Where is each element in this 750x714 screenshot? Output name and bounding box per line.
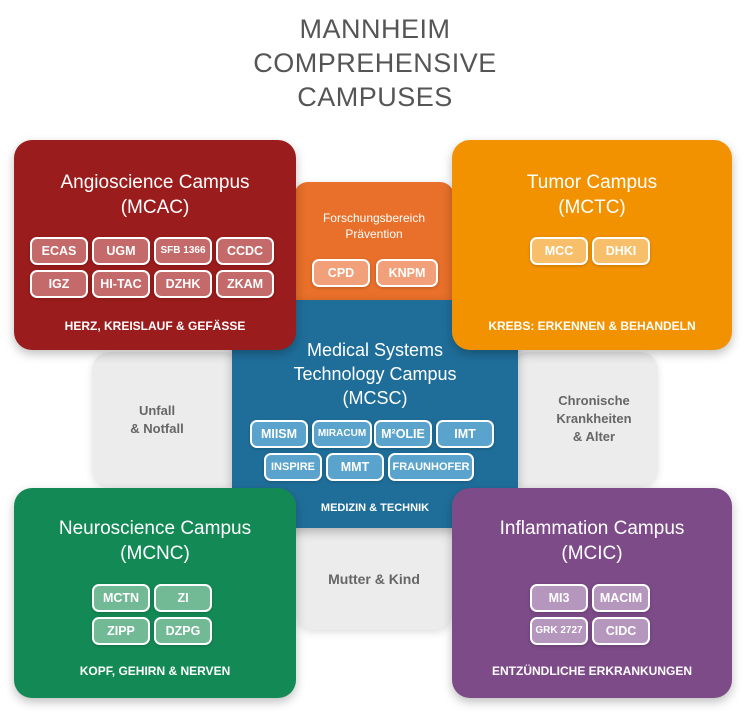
angioscience-campus-box: Angioscience Campus (MCAC) ECAS UGM SFB … bbox=[14, 140, 296, 350]
member-dzhk[interactable]: DZHK bbox=[154, 270, 212, 298]
angio-footer: HERZ, KREISLAUF & GEFÄSSE bbox=[64, 319, 246, 333]
prevention-title-1: Forschungsbereich bbox=[322, 211, 426, 225]
chronisch-line-3: & Alter bbox=[572, 429, 616, 444]
member-zkam[interactable]: ZKAM bbox=[216, 270, 274, 298]
member-ugm[interactable]: UGM bbox=[92, 237, 150, 265]
mcsc-title-1: Medical Systems bbox=[306, 340, 444, 360]
tumor-title-1: Tumor Campus bbox=[526, 172, 658, 193]
prevention-box: Forschungsbereich Prävention CPD KNPM bbox=[294, 182, 454, 312]
chronisch-line-2: Krankheiten bbox=[556, 411, 632, 426]
member-ccdc[interactable]: CCDC bbox=[216, 237, 274, 265]
unfall-line-1: Unfall bbox=[138, 403, 176, 418]
member-macim[interactable]: MACIM bbox=[592, 584, 650, 612]
mcsc-title-3: (MCSC) bbox=[342, 388, 408, 408]
member-grk-2727[interactable]: GRK 2727 bbox=[530, 617, 588, 645]
tumor-footer: KREBS: ERKENNEN & BEHANDELN bbox=[488, 319, 696, 333]
member-miism[interactable]: MIISM bbox=[250, 420, 308, 448]
member-mctn[interactable]: MCTN bbox=[92, 584, 150, 612]
mutter-kind-label: Mutter & Kind bbox=[328, 571, 420, 587]
neuroscience-campus-box: Neuroscience Campus (MCNC) MCTN ZI ZIPP … bbox=[14, 488, 296, 698]
tumor-title-2: (MCTC) bbox=[558, 197, 626, 218]
member-m2olie[interactable]: M²OLIE bbox=[374, 420, 432, 448]
member-mi3[interactable]: MI3 bbox=[530, 584, 588, 612]
member-mcc[interactable]: MCC bbox=[530, 237, 588, 265]
angio-title-2: (MCAC) bbox=[120, 197, 190, 218]
member-miracum[interactable]: MIRACUM bbox=[312, 420, 372, 448]
inflammation-title-2: (MCIC) bbox=[561, 543, 623, 564]
inflammation-footer: ENTZÜNDLICHE ERKRANKUNGEN bbox=[492, 664, 692, 678]
title-line-1: MANNHEIM bbox=[299, 14, 451, 44]
member-cidc[interactable]: CIDC bbox=[592, 617, 650, 645]
inflammation-title-1: Inflammation Campus bbox=[499, 518, 685, 539]
member-zi[interactable]: ZI bbox=[154, 584, 212, 612]
title-line-3: CAMPUSES bbox=[297, 82, 453, 112]
prevention-title-2: Prävention bbox=[345, 227, 403, 241]
angio-title-1: Angioscience Campus bbox=[60, 172, 250, 193]
member-dzpg[interactable]: DZPG bbox=[154, 617, 212, 645]
member-mmt[interactable]: MMT bbox=[326, 453, 384, 481]
mutter-kind-box: Mutter & Kind bbox=[296, 508, 452, 630]
member-sfb-1366[interactable]: SFB 1366 bbox=[154, 237, 212, 265]
neuro-title-2: (MCNC) bbox=[120, 543, 190, 564]
neuro-footer: KOPF, GEHIRN & NERVEN bbox=[79, 664, 231, 678]
member-knpm[interactable]: KNPM bbox=[376, 259, 438, 287]
mcsc-title-2: Technology Campus bbox=[293, 364, 457, 384]
member-fraunhofer[interactable]: FRAUNHOFER bbox=[388, 453, 474, 481]
member-imt[interactable]: IMT bbox=[436, 420, 494, 448]
chronische-krankheiten-box: Chronische Krankheiten & Alter bbox=[510, 352, 658, 486]
member-inspire[interactable]: INSPIRE bbox=[264, 453, 322, 481]
member-dhki[interactable]: DHKI bbox=[592, 237, 650, 265]
title-line-2: COMPREHENSIVE bbox=[253, 48, 497, 78]
page-title: MANNHEIM COMPREHENSIVE CAMPUSES bbox=[0, 12, 750, 114]
inflammation-campus-box: Inflammation Campus (MCIC) MI3 MACIM GRK… bbox=[452, 488, 732, 698]
unfall-notfall-box: Unfall & Notfall bbox=[92, 352, 242, 486]
member-cpd[interactable]: CPD bbox=[312, 259, 370, 287]
member-igz[interactable]: IGZ bbox=[30, 270, 88, 298]
mcsc-footer: MEDIZIN & TECHNIK bbox=[320, 502, 430, 514]
chronisch-line-1: Chronische bbox=[558, 393, 630, 408]
neuro-title-1: Neuroscience Campus bbox=[58, 518, 252, 539]
member-hi-tac[interactable]: HI-TAC bbox=[92, 270, 150, 298]
member-zipp[interactable]: ZIPP bbox=[92, 617, 150, 645]
tumor-campus-box: Tumor Campus (MCTC) MCC DHKI KREBS: ERKE… bbox=[452, 140, 732, 350]
member-ecas[interactable]: ECAS bbox=[30, 237, 88, 265]
unfall-line-2: & Notfall bbox=[130, 421, 184, 436]
